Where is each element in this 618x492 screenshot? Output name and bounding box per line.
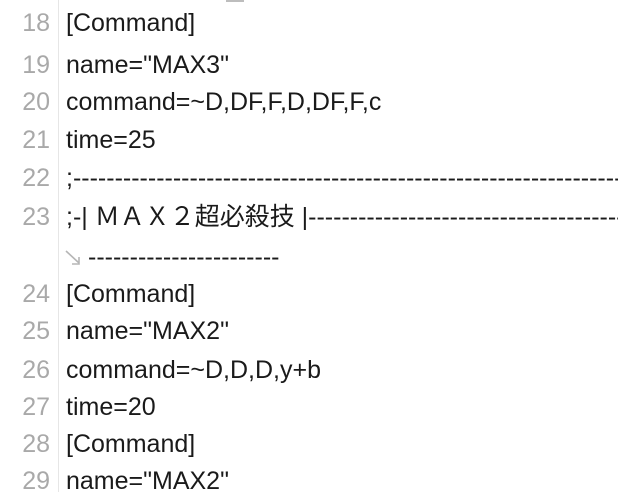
line-number: 23 [22, 203, 50, 231]
code-text[interactable]: [Command] [66, 9, 196, 37]
line-number: 24 [22, 280, 50, 308]
line-number: 22 [22, 164, 50, 192]
code-line[interactable]: 27 time=20 [0, 389, 618, 426]
code-text[interactable]: time=20 [66, 393, 156, 421]
line-number: 26 [22, 356, 50, 384]
scroll-top-marker [226, 0, 244, 2]
code-line[interactable]: 28 [Command] [0, 426, 618, 463]
code-text[interactable]: time=25 [66, 126, 156, 154]
code-line[interactable]: 22 ;------------------------------------… [0, 160, 618, 197]
code-line[interactable]: 29 name="MAX2" [0, 463, 618, 492]
line-number: 19 [22, 51, 50, 79]
code-text[interactable]: command=~D,DF,F,D,DF,F,c [66, 88, 382, 116]
line-number: 29 [22, 467, 50, 492]
line-number: 20 [22, 88, 50, 116]
code-line[interactable]: 26 command=~D,D,D,y+b [0, 352, 618, 389]
code-text[interactable]: [Command] [66, 280, 196, 308]
code-line[interactable]: 20 command=~D,DF,F,D,DF,F,c [0, 84, 618, 121]
code-line[interactable]: 23 ;-| ＭＡＸ２超必殺技 |-----------------------… [0, 199, 618, 236]
line-number: 18 [22, 9, 50, 37]
wrapped-text[interactable]: ----------------------- [88, 243, 280, 271]
code-line[interactable]: 19 name="MAX3" [0, 47, 618, 84]
line-number: 21 [22, 126, 50, 154]
code-line[interactable]: 21 time=25 [0, 122, 618, 159]
code-text[interactable]: name="MAX2" [66, 467, 229, 492]
gutter-divider [58, 0, 59, 492]
code-line[interactable]: 24 [Command] [0, 276, 618, 313]
wrapped-line-continuation[interactable]: ----------------------- [0, 240, 618, 274]
code-line[interactable]: 18 [Command] [0, 5, 618, 42]
soft-wrap-icon [64, 248, 84, 268]
code-text[interactable]: ;---------------------------------------… [66, 164, 618, 192]
code-line[interactable]: 25 name="MAX2" [0, 313, 618, 350]
code-text[interactable]: [Command] [66, 430, 196, 458]
line-number: 25 [22, 317, 50, 345]
code-text[interactable]: command=~D,D,D,y+b [66, 356, 321, 384]
line-number: 27 [22, 393, 50, 421]
code-text[interactable]: name="MAX2" [66, 317, 229, 345]
code-text[interactable]: name="MAX3" [66, 51, 229, 79]
line-number: 28 [22, 430, 50, 458]
code-text[interactable]: ;-| ＭＡＸ２超必殺技 |--------------------------… [66, 203, 618, 231]
